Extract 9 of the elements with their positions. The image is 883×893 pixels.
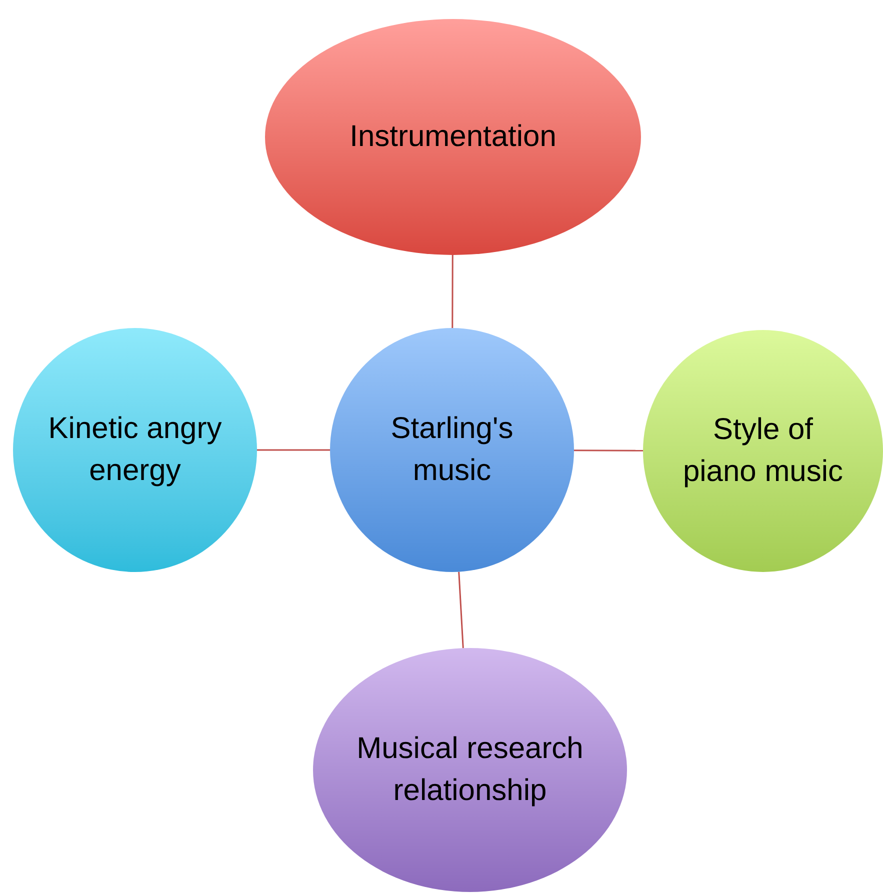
connector-line — [574, 450, 643, 452]
node-label: Musical research relationship — [356, 731, 584, 809]
node-label: Instrumentation — [348, 119, 558, 155]
connector-line — [458, 572, 464, 648]
node-label: Starling's music — [390, 411, 514, 489]
connector-line — [257, 449, 330, 451]
node-label: Kinetic angry energy — [47, 411, 223, 489]
node-label: Style of piano music — [682, 412, 844, 490]
connector-line — [452, 255, 454, 328]
